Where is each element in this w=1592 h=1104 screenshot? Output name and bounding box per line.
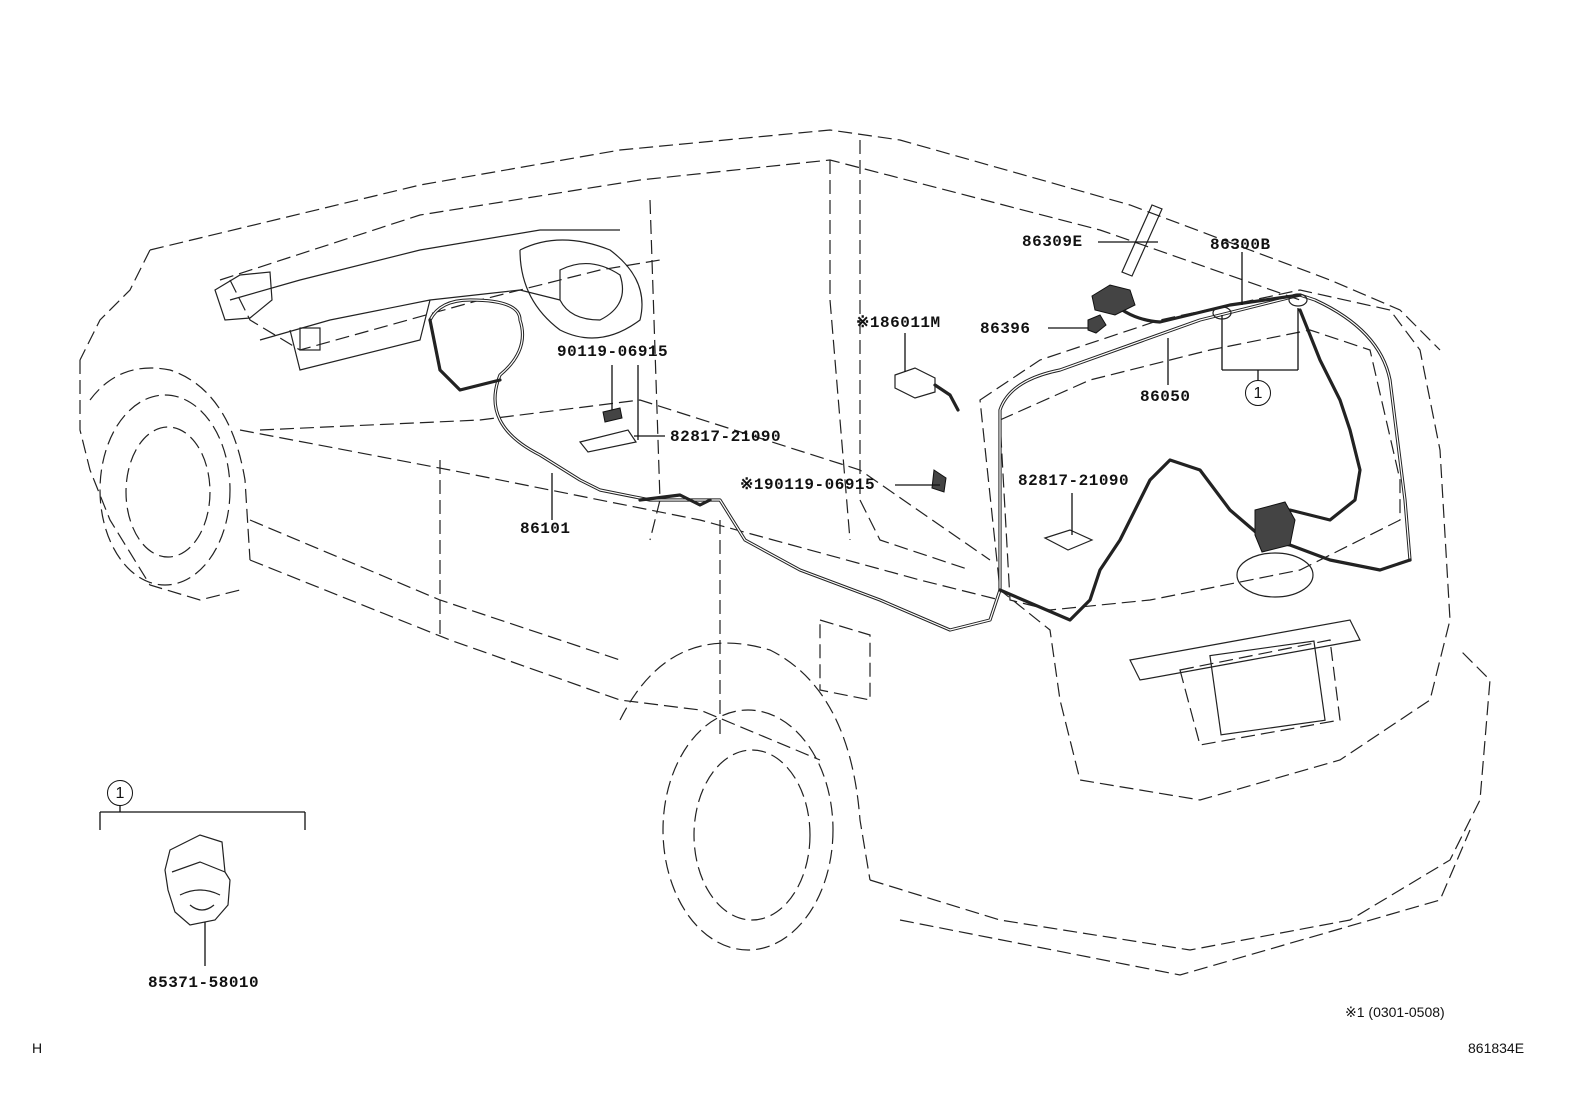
- body-sill: [249, 559, 821, 761]
- label-85371: 85371-58010: [148, 974, 260, 992]
- front-arch: [89, 367, 251, 561]
- license-plate: [1209, 640, 1326, 736]
- bolt-90119-mid: [931, 469, 947, 493]
- tailgate-outline: [979, 289, 1451, 801]
- label-90119-mid-group: ※190119-06915: [740, 476, 875, 494]
- fuel-door: [819, 619, 871, 701]
- label-86396: 86396: [980, 320, 1031, 338]
- antenna-mast: [1121, 204, 1163, 277]
- rear-quarter: [859, 140, 971, 571]
- tuner-unit: [1254, 501, 1296, 553]
- rear-wheel-inner: [693, 749, 811, 921]
- label-86309E: 86309E: [1022, 233, 1083, 251]
- label-86050: 86050: [1140, 388, 1191, 406]
- body-beltline: [239, 429, 1001, 601]
- callout-ref-main: 1: [1245, 380, 1271, 406]
- harness-tailgate: [998, 458, 1412, 622]
- dash-lower: [259, 289, 561, 341]
- dash-vent: [299, 327, 321, 351]
- harness-86101-dash: [428, 318, 502, 392]
- rear-arch: [619, 642, 871, 881]
- diagram-id: 861834E: [1468, 1040, 1525, 1056]
- side-mirror: [214, 271, 273, 321]
- windshield-frame: [229, 259, 661, 351]
- body-side-lower: [249, 519, 621, 661]
- rear-bumper: [869, 649, 1491, 951]
- harness-86101: [428, 298, 1002, 632]
- harness-86101-branch: [638, 493, 712, 507]
- front-wheel-inner: [125, 426, 211, 558]
- front-wheel-outer: [99, 394, 231, 586]
- harness-tailgate-branch: [1288, 308, 1362, 522]
- label-90119-mid-mark: ※1: [740, 476, 765, 494]
- part-86011M: [894, 367, 936, 399]
- steering-wheel: [559, 262, 624, 321]
- license-recess: [1179, 639, 1341, 746]
- antenna-base: [1091, 284, 1136, 316]
- callout-ref-detail: 1: [107, 780, 133, 806]
- part-86396: [1087, 314, 1107, 334]
- clamp-85371: [164, 834, 231, 926]
- label-86011M-group: ※186011M: [856, 314, 941, 332]
- steering-area: [519, 239, 643, 339]
- harness-86050: [998, 293, 1412, 592]
- floor-line: [479, 399, 991, 561]
- label-86300B: 86300B: [1210, 236, 1271, 254]
- label-90119-mid: 90119-06915: [764, 476, 876, 494]
- front-fender: [79, 360, 241, 601]
- c-pillar: [829, 160, 851, 541]
- tailgate-garnish: [1129, 619, 1361, 681]
- dash-panel: [289, 299, 431, 371]
- corner-marker: H: [32, 1040, 43, 1056]
- floor-line-2: [259, 419, 481, 431]
- rear-wheel-outer: [662, 709, 834, 951]
- b-pillar: [649, 199, 661, 541]
- bumper-lower: [899, 829, 1471, 976]
- label-90119-top: 90119-06915: [557, 343, 669, 361]
- label-86101: 86101: [520, 520, 571, 538]
- dash-top: [229, 229, 620, 301]
- label-82817-right: 82817-21090: [1018, 472, 1130, 490]
- label-86011M: 86011M: [880, 314, 941, 332]
- roof-front-edge: [79, 249, 151, 361]
- cable-86011M: [933, 383, 960, 412]
- tailgate-handle-recess: [1236, 552, 1314, 598]
- applicability-note: ※1 (0301-0508): [1345, 1004, 1445, 1020]
- pad-82817-right: [1043, 529, 1094, 551]
- roof-inner: [219, 159, 1301, 301]
- pad-82817-top: [578, 429, 637, 453]
- label-82817-top: 82817-21090: [670, 428, 782, 446]
- label-86011M-mark: ※1: [856, 314, 881, 332]
- bolt-90119-top: [602, 407, 623, 423]
- roof-outline: [149, 129, 1441, 351]
